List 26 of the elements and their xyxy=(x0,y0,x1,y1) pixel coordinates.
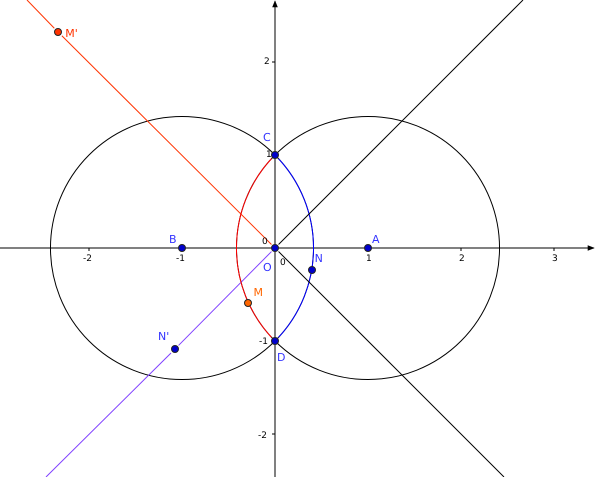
line-segment xyxy=(278,251,504,477)
tick-label: 3 xyxy=(552,254,558,264)
point-label: B xyxy=(169,234,177,246)
tick-label: 0 xyxy=(280,258,286,268)
point-label: M' xyxy=(65,28,78,40)
point-label: N' xyxy=(158,330,170,343)
arc xyxy=(236,158,272,338)
arc xyxy=(278,158,314,338)
tick-label: 1 xyxy=(266,150,272,160)
point-label: N xyxy=(314,253,323,266)
tick-label: -1 xyxy=(259,337,268,347)
point-label: C xyxy=(263,132,271,144)
line-segment xyxy=(61,35,272,245)
point-label: M xyxy=(253,286,263,299)
tick-label: 2 xyxy=(459,254,465,264)
point-label: A xyxy=(372,234,380,246)
line-segment xyxy=(278,0,524,245)
tick-label: -2 xyxy=(83,254,92,264)
tick-label: 0 xyxy=(262,237,268,247)
tick-label: 1 xyxy=(366,254,372,264)
point-label: O xyxy=(263,262,272,274)
tick-label: -1 xyxy=(176,254,185,264)
tick-label: 2 xyxy=(264,57,270,67)
line-segment xyxy=(178,251,272,346)
point-label: D xyxy=(277,352,286,364)
tick-label: -2 xyxy=(258,431,267,441)
